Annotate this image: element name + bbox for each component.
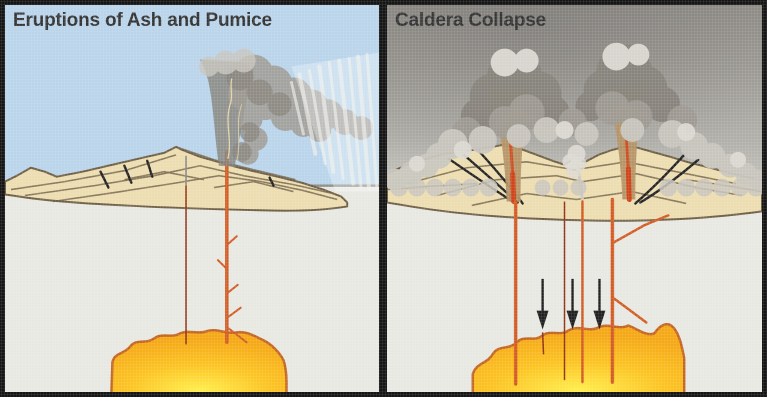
collapse-arrows (536, 278, 606, 330)
flank-fractures-left (99, 159, 275, 189)
plume-lightning (227, 78, 233, 159)
right-panel-title: Caldera Collapse (395, 10, 546, 31)
magma-chamber-right (471, 322, 686, 392)
downward-arrow-icon (536, 278, 549, 330)
conduits-left (185, 150, 248, 345)
eruptions-scene-svg (5, 5, 379, 392)
downward-arrow-icon (593, 278, 606, 330)
volcano-left (5, 145, 349, 212)
downward-arrow-icon (566, 278, 579, 330)
panel-divider (379, 5, 387, 392)
ash-fall (289, 52, 379, 192)
left-panel-title: Eruptions of Ash and Pumice (13, 10, 272, 31)
ash-clouds (387, 42, 762, 197)
magma-chamber-left (110, 328, 288, 392)
panel-caldera-collapse: Caldera Collapse (387, 5, 762, 392)
ring-faults (513, 197, 670, 386)
panel-eruptions: Eruptions of Ash and Pumice (5, 5, 379, 392)
caldera-scene-svg (387, 5, 762, 392)
